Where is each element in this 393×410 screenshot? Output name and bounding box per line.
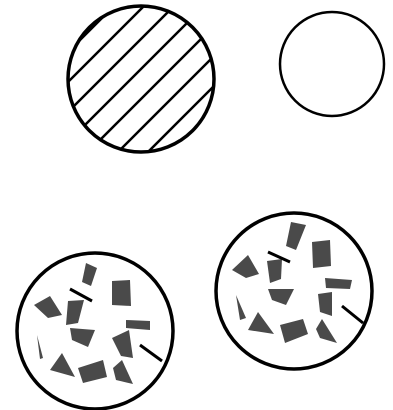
- fragment-piece: [66, 300, 84, 325]
- fragment-piece: [280, 319, 308, 343]
- fragment-piece: [112, 280, 131, 306]
- fragment-circle-left: [17, 253, 173, 409]
- fragment-piece: [248, 312, 274, 334]
- hatched-circle: [40, 0, 250, 160]
- fragment-piece: [325, 278, 352, 289]
- fragment-circle-left-outline: [17, 253, 173, 409]
- fragment-piece: [113, 360, 133, 384]
- fragment-stroke: [342, 306, 363, 323]
- fragment-piece: [82, 263, 97, 286]
- fragment-piece: [316, 319, 337, 343]
- fragment-piece: [236, 295, 246, 320]
- fragment-piece: [78, 360, 107, 383]
- fragment-pieces-left: [34, 263, 150, 384]
- fragment-piece: [286, 222, 306, 250]
- fragment-stroke: [140, 345, 162, 361]
- fragment-pieces-right: [232, 222, 352, 343]
- fragment-piece: [112, 330, 133, 358]
- fragment-piece: [50, 353, 75, 377]
- fragment-circle-right: [216, 213, 372, 369]
- fragment-piece: [126, 320, 150, 330]
- fragment-piece: [37, 335, 43, 359]
- fragment-stroke: [70, 289, 92, 301]
- fragment-piece: [232, 255, 259, 278]
- diagonal-hatching: [40, 0, 250, 160]
- fragment-piece: [34, 296, 62, 318]
- fragment-piece: [70, 328, 95, 347]
- fragment-piece: [267, 259, 282, 283]
- fragment-piece: [268, 289, 294, 305]
- fragment-piece: [312, 240, 331, 268]
- fragment-piece: [318, 292, 332, 316]
- empty-circle: [280, 12, 384, 116]
